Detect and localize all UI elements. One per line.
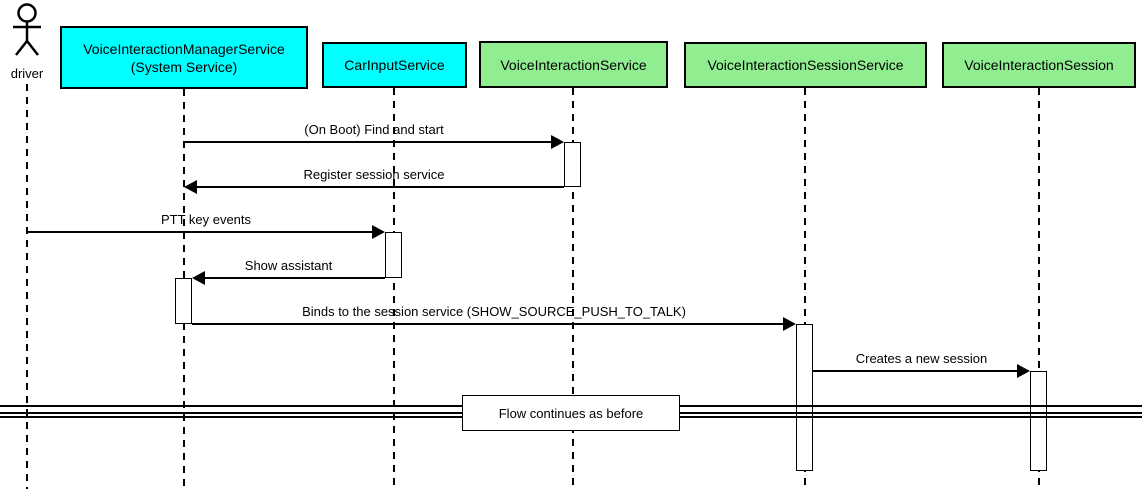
arrowhead-right-icon xyxy=(551,135,564,149)
actor-stick-figure-icon xyxy=(13,3,41,56)
participant-label-line1: VoiceInteractionManagerService xyxy=(83,40,285,57)
participant-label: VoiceInteractionSessionService xyxy=(707,57,904,73)
message-label-ptt-key-events: PTT key events xyxy=(160,212,252,227)
arrowhead-right-icon xyxy=(783,317,796,331)
arrowhead-right-icon xyxy=(1017,364,1030,378)
message-line xyxy=(184,141,551,143)
lifeline-voiceinteractionservice xyxy=(572,88,574,489)
message-line xyxy=(27,231,372,233)
arrowhead-left-icon xyxy=(192,271,205,285)
activation-voiceinteractionsessionservice xyxy=(796,324,813,471)
divider-flow-continues: Flow continues as before xyxy=(462,395,680,431)
message-line xyxy=(197,186,564,188)
activation-voiceinteractionmanagerservice xyxy=(175,278,192,324)
participant-box-voiceinteractionservice: VoiceInteractionService xyxy=(479,41,668,88)
message-line xyxy=(205,277,385,279)
actor-driver: driver xyxy=(0,0,54,81)
divider-label: Flow continues as before xyxy=(498,405,644,421)
activation-voiceinteractionservice xyxy=(564,142,581,187)
lifeline-voiceinteractionsession xyxy=(1038,88,1040,489)
participant-label-line2: (System Service) xyxy=(130,58,238,75)
message-label-show-assistant: Show assistant xyxy=(244,258,333,273)
lifeline-carinputservice xyxy=(393,88,395,489)
message-label-creates-a-new-session: Creates a new session xyxy=(855,351,988,366)
lifeline-voiceinteractionsessionservice xyxy=(804,88,806,489)
lifeline-driver xyxy=(26,84,28,489)
actor-label: driver xyxy=(10,66,44,81)
message-label-register-session-service: Register session service xyxy=(303,167,445,182)
participant-label: VoiceInteractionSession xyxy=(964,57,1114,73)
arrowhead-left-icon xyxy=(184,180,197,194)
arrowhead-right-icon xyxy=(372,225,385,239)
participant-box-carinputservice: CarInputService xyxy=(322,42,467,88)
participant-label: VoiceInteractionService xyxy=(500,56,647,73)
message-line xyxy=(192,323,783,325)
activation-voiceinteractionsession xyxy=(1030,371,1047,471)
participant-box-voiceinteractionsession: VoiceInteractionSession xyxy=(942,42,1136,88)
activation-carinputservice xyxy=(385,232,402,278)
message-line xyxy=(813,370,1017,372)
participant-box-voiceinteractionmanagerservice: VoiceInteractionManagerService (System S… xyxy=(60,26,308,89)
participant-box-voiceinteractionsessionservice: VoiceInteractionSessionService xyxy=(684,42,927,88)
message-label-on-boot-find-and-start: (On Boot) Find and start xyxy=(304,122,444,137)
participant-label: CarInputService xyxy=(344,57,445,73)
message-label-binds-to-session-service: Binds to the session service (SHOW_SOURC… xyxy=(302,304,686,319)
